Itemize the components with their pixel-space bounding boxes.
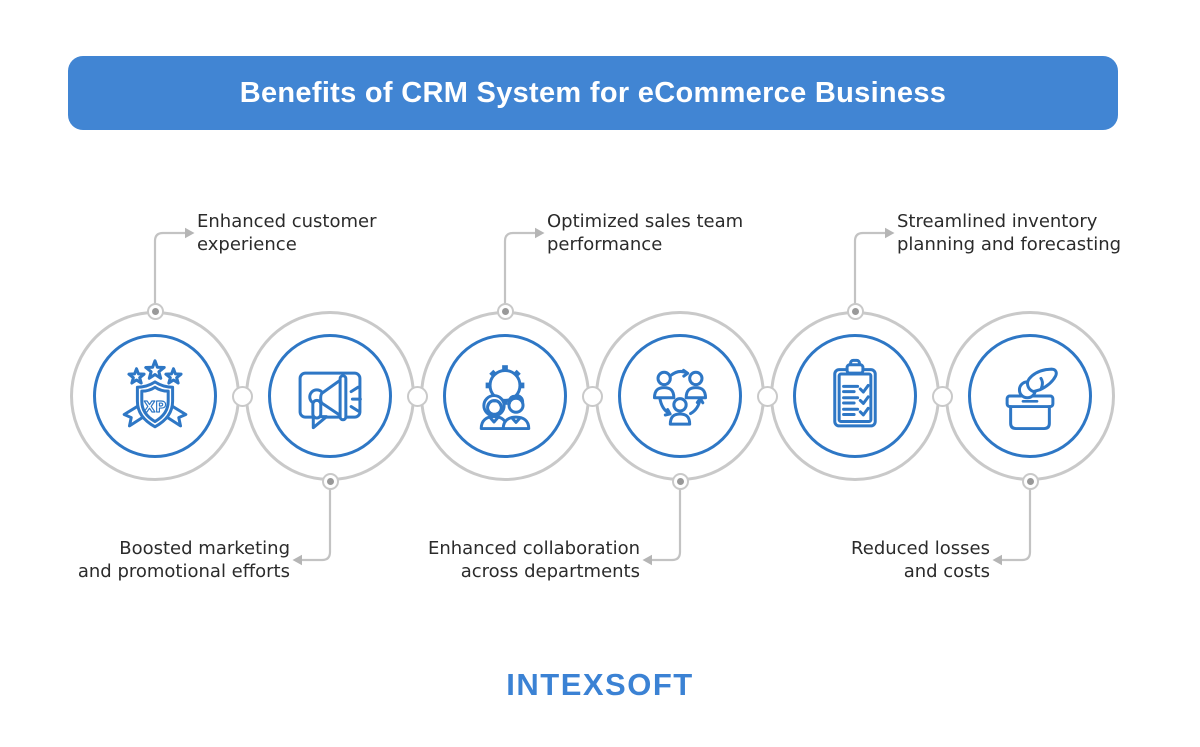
label-line: Streamlined inventory bbox=[897, 211, 1098, 232]
node-dot bbox=[501, 307, 509, 315]
label-line: Enhanced collaboration bbox=[427, 538, 640, 559]
node-dot bbox=[326, 477, 334, 485]
junction-circle bbox=[582, 386, 603, 407]
connector-node bbox=[146, 302, 164, 320]
connector-node bbox=[846, 302, 864, 320]
node-dot bbox=[1026, 477, 1034, 485]
connector-node bbox=[1021, 472, 1039, 490]
people-cycle-arrows-icon bbox=[652, 368, 708, 426]
connector-node bbox=[496, 302, 514, 320]
junction-circle bbox=[932, 386, 953, 407]
benefit-circle-inventory-planning bbox=[770, 311, 940, 481]
icon-ring bbox=[268, 334, 392, 458]
node-dot bbox=[851, 307, 859, 315]
label-line: planning and forecasting bbox=[897, 234, 1122, 255]
junction-circle bbox=[757, 386, 778, 407]
benefit-label-collaboration: Enhanced collaboration across department… bbox=[428, 537, 640, 583]
xp-shield-badge-icon: XP bbox=[122, 359, 188, 429]
benefit-circle-marketing bbox=[245, 311, 415, 481]
label-line: Optimized sales team bbox=[547, 211, 744, 232]
icon-ring bbox=[793, 334, 917, 458]
label-line: Boosted marketing bbox=[119, 538, 290, 559]
benefit-label-inventory-planning: Streamlined inventory planning and forec… bbox=[897, 210, 1121, 256]
junction-circle bbox=[232, 386, 253, 407]
icon-ring bbox=[618, 334, 742, 458]
benefit-label-customer-experience: Enhanced customer experience bbox=[197, 210, 377, 256]
benefit-circle-collaboration bbox=[595, 311, 765, 481]
node-dot bbox=[151, 307, 159, 315]
icon-ring bbox=[968, 334, 1092, 458]
benefit-circle-sales-performance bbox=[420, 311, 590, 481]
connector-node bbox=[321, 472, 339, 490]
clipboard-checklist-icon bbox=[833, 358, 877, 428]
node-dot bbox=[676, 477, 684, 485]
icon-ring bbox=[443, 334, 567, 458]
label-line: Reduced losses bbox=[851, 538, 990, 559]
benefit-label-marketing: Boosted marketing and promotional effort… bbox=[78, 537, 290, 583]
megaphone-announcement-icon bbox=[298, 371, 362, 430]
icon-ring: XP bbox=[93, 334, 217, 458]
hand-coin-box-icon bbox=[1005, 367, 1058, 431]
svg-text:XP: XP bbox=[144, 398, 167, 416]
label-line: across departments bbox=[460, 561, 640, 582]
title-banner: Benefits of CRM System for eCommerce Bus… bbox=[68, 56, 1118, 130]
benefit-circle-customer-experience: XP bbox=[70, 311, 240, 481]
label-line: performance bbox=[547, 234, 663, 255]
connector-node bbox=[671, 472, 689, 490]
team-gear-icon bbox=[479, 365, 531, 431]
label-line: experience bbox=[197, 234, 297, 255]
label-line: and costs bbox=[903, 561, 990, 582]
footer: INTEXSOFT bbox=[0, 667, 1200, 703]
benefit-circle-reduced-losses bbox=[945, 311, 1115, 481]
intexsoft-logo: INTEXSOFT bbox=[506, 667, 694, 702]
label-line: and promotional efforts bbox=[77, 561, 290, 582]
junction-circle bbox=[407, 386, 428, 407]
benefit-label-sales-performance: Optimized sales team performance bbox=[547, 210, 743, 256]
label-line: Enhanced customer bbox=[197, 211, 377, 232]
page-title: Benefits of CRM System for eCommerce Bus… bbox=[239, 76, 947, 109]
benefit-label-reduced-losses: Reduced losses and costs bbox=[851, 537, 990, 583]
